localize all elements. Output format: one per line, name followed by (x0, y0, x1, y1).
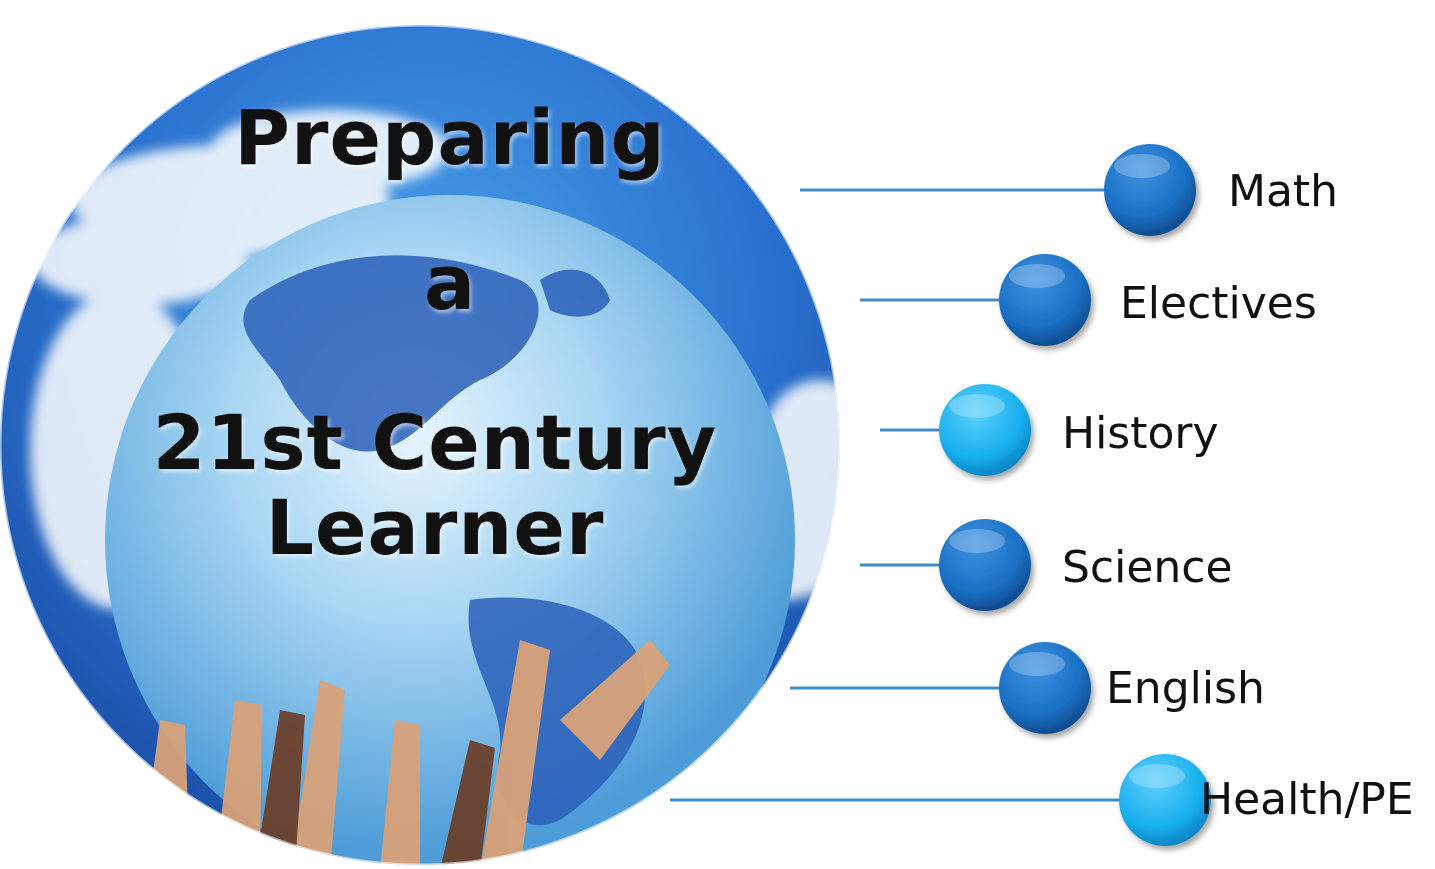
node-circle-electives (999, 254, 1091, 346)
node-group (939, 144, 1211, 846)
node-label-electives: Electives (1120, 278, 1317, 329)
node-circle-health-pe (1119, 754, 1211, 846)
node-circle-history (939, 384, 1031, 476)
title-line-1: Preparing (234, 93, 666, 182)
title-line-4: Learner (265, 483, 605, 572)
title-line-3: 21st Century (152, 398, 718, 487)
node-highlight-health-pe (1129, 764, 1185, 788)
node-circle-math (1104, 144, 1196, 236)
node-label-science: Science (1062, 542, 1233, 593)
node-label-history: History (1062, 408, 1219, 459)
node-label-english: English (1106, 663, 1265, 714)
node-highlight-electives (1009, 264, 1065, 288)
node-highlight-history (949, 394, 1005, 418)
connector-lines (670, 188, 1119, 802)
node-circle-science (939, 519, 1031, 611)
title-line-2: a (423, 238, 477, 327)
node-highlight-english (1009, 652, 1065, 676)
node-circle-english (999, 642, 1091, 734)
node-label-health-pe: Health/PE (1200, 774, 1414, 825)
node-highlight-math (1114, 154, 1170, 178)
sky-circle (0, 25, 840, 865)
node-label-math: Math (1228, 166, 1339, 217)
node-highlight-science (949, 529, 1005, 553)
